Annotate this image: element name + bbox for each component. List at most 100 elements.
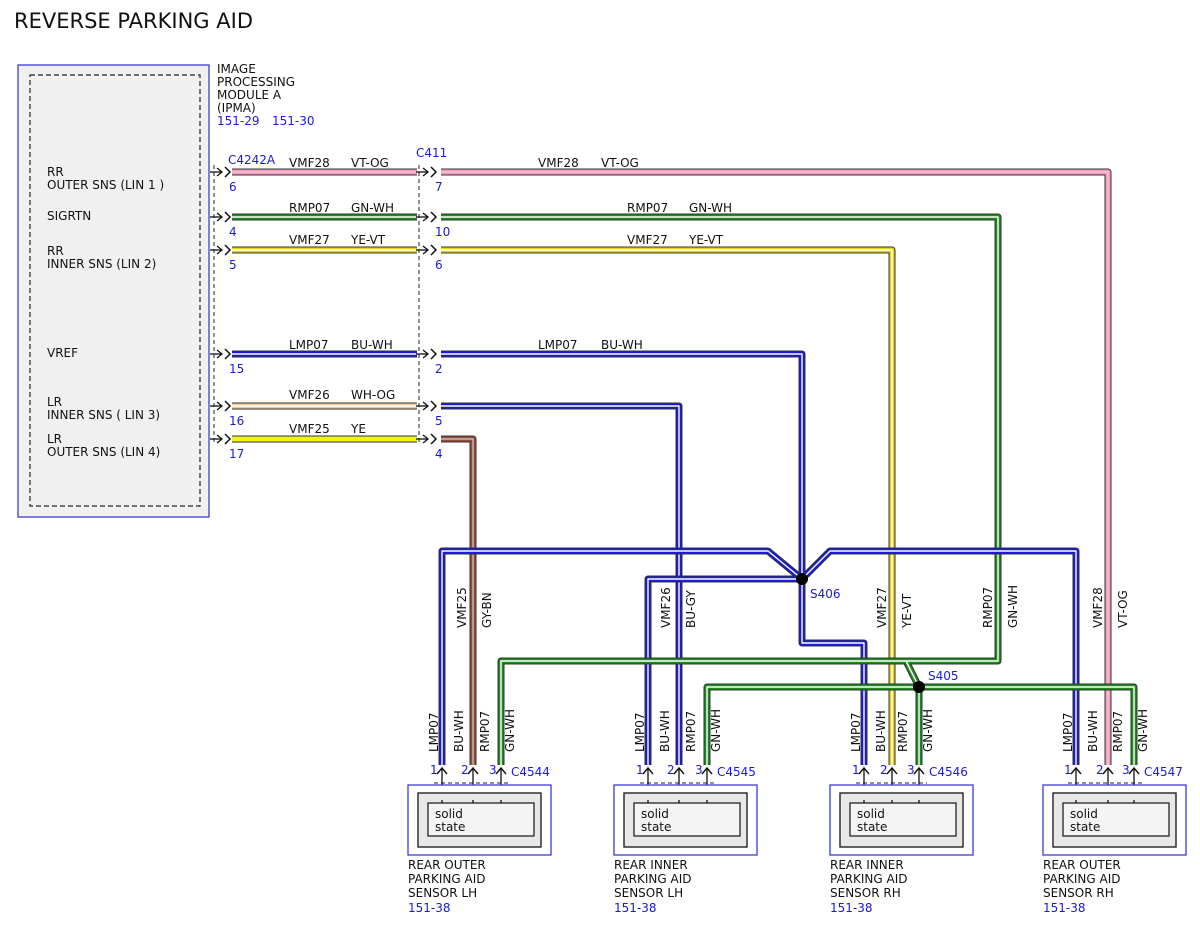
lbl-rmp07-b: RMP07 (627, 201, 668, 215)
riser-vmf27: VMF27 (875, 587, 889, 628)
riser-yevt: YE-VT (900, 593, 914, 629)
sensor-connector-label: C4545 (717, 765, 756, 779)
sensor-pin-2: 2 (880, 763, 888, 777)
sensor-pin-1: 1 (430, 763, 438, 777)
sensor-inner-1: solid (641, 807, 669, 821)
pin-numbers: 6 4 5 15 16 17 7 10 6 2 5 4 (229, 180, 450, 461)
lbl-vmf27-a: VMF27 (289, 233, 330, 247)
riser-vmf28: VMF28 (1091, 587, 1105, 628)
sensor-inner-2: state (641, 820, 671, 834)
sensor-wire-label-1: LMP07 (849, 712, 863, 752)
signal-lr-inner-1: LR (47, 395, 62, 409)
sensor-wire-label-3: RMP07 (478, 711, 492, 752)
lbl-gnwh-b: GN-WH (689, 201, 732, 215)
lbl-vtog-a: VT-OG (351, 156, 389, 170)
wire-lmp07-rh-outer (799, 547, 1080, 765)
sensor-name-2: PARKING AID (1043, 872, 1121, 886)
signal-rr-outer-1: RR (47, 165, 64, 179)
module-pin-arrow-3 (210, 348, 232, 360)
sensor-connector-label: C4547 (1144, 765, 1183, 779)
sensor-wire-label-4: GN-WH (921, 709, 935, 752)
connector-c411: C411 (416, 146, 447, 160)
module-pin-arrow-2 (210, 244, 232, 256)
sensor-wire-label-1: LMP07 (633, 712, 647, 752)
wire-rmp07-rh-outer (919, 683, 1138, 765)
module-ref-1: 151-29 (217, 114, 260, 128)
wires (232, 168, 1138, 765)
module-pins (210, 166, 438, 445)
lbl-ye-a: YE (350, 422, 366, 436)
wire-rmp07-main (441, 213, 1002, 689)
sensor-name-1: REAR INNER (614, 858, 688, 872)
lbl-gnwh-a: GN-WH (351, 201, 394, 215)
mpin-17: 17 (229, 447, 244, 461)
ipma-module: IMAGE PROCESSING MODULE A (IPMA) 151-29 … (17, 62, 315, 518)
sensor-wire-label-2: BU-WH (1086, 710, 1100, 752)
sensor-pin-3: 3 (1122, 763, 1130, 777)
sensor-name-1: REAR OUTER (408, 858, 486, 872)
lbl-vmf28-a: VMF28 (289, 156, 330, 170)
sensor-wire-label-3: RMP07 (684, 711, 698, 752)
ipin-6: 6 (435, 258, 443, 272)
signal-rr-outer-2: OUTER SNS (LIN 1 ) (47, 178, 164, 192)
signal-sigrtn: SIGRTN (47, 209, 91, 223)
sensor-ref: 151-38 (614, 901, 657, 915)
sensor-name-3: SENSOR RH (1043, 886, 1114, 900)
wire-vmf26 (441, 402, 683, 765)
module-name-3: MODULE A (217, 88, 282, 102)
wire-lmp07-rh-inner (798, 579, 868, 765)
inline-pin-arrow-2 (416, 244, 438, 256)
mpin-6: 6 (229, 180, 237, 194)
module-name-4: (IPMA) (217, 101, 256, 115)
inline-pin-arrow-1 (416, 211, 438, 223)
signal-lr-inner-2: INNER SNS ( LIN 3) (47, 408, 160, 422)
lbl-buwh-a: BU-WH (351, 338, 393, 352)
inline-pin-arrow-0 (416, 166, 438, 178)
sensor-wire-label-2: BU-WH (452, 710, 466, 752)
ipin-2: 2 (435, 362, 443, 376)
lbl-buwh-b: BU-WH (601, 338, 643, 352)
sensor-pin-3: 3 (907, 763, 915, 777)
sensor-name-2: PARKING AID (830, 872, 908, 886)
sensor-pin-2: 2 (667, 763, 675, 777)
sensor-name-3: SENSOR LH (408, 886, 477, 900)
signal-rr-inner-1: RR (47, 244, 64, 258)
module-name-2: PROCESSING (217, 75, 295, 89)
wire-rmp07-lh-inner (703, 683, 919, 765)
sensor-pin-1: 1 (636, 763, 644, 777)
lbl-lmp07-a: LMP07 (289, 338, 329, 352)
sensor-ref: 151-38 (830, 901, 873, 915)
module-name-1: IMAGE (217, 62, 256, 76)
sensor-inner-1: solid (1070, 807, 1098, 821)
sensor-name-2: PARKING AID (614, 872, 692, 886)
sensor-pin-1: 1 (852, 763, 860, 777)
sensor-wire-label-3: RMP07 (1111, 711, 1125, 752)
lbl-rmp07-a: RMP07 (289, 201, 330, 215)
wire-vmf28 (441, 168, 1112, 765)
sensor-wire-label-2: BU-WH (658, 710, 672, 752)
sensor-name-1: REAR OUTER (1043, 858, 1121, 872)
wire-lmp07-main (441, 350, 806, 579)
mpin-5: 5 (229, 258, 237, 272)
signal-vref: VREF (47, 346, 78, 360)
wire-rmp07-lh-outer (497, 657, 906, 765)
sensor-wire-label-1: LMP07 (427, 712, 441, 752)
splice-s406-dot (796, 573, 808, 585)
signal-lr-outer-1: LR (47, 432, 62, 446)
sensor-connector-label: C4544 (511, 765, 550, 779)
ipin-10: 10 (435, 225, 450, 239)
sensor-name-3: SENSOR LH (614, 886, 683, 900)
riser-gybn: GY-BN (480, 592, 494, 628)
lbl-vmf27-b: VMF27 (627, 233, 668, 247)
module-pin-arrow-5 (210, 433, 232, 445)
sensor-inner-2: state (857, 820, 887, 834)
sensor-inner-1: solid (435, 807, 463, 821)
sensor-name-3: SENSOR RH (830, 886, 901, 900)
sensor-inner-2: state (435, 820, 465, 834)
wire-lmp07-lh-outer (438, 547, 805, 765)
splice-s405: S405 (928, 669, 959, 683)
ipin-5: 5 (435, 414, 443, 428)
